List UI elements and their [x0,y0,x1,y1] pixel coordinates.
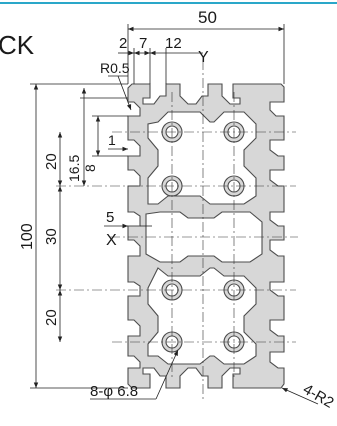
label-holes: 8-φ 6.8 [90,383,138,400]
label-1: 1 [108,132,116,148]
leader-r05-tail [117,75,132,111]
profile-cross-section [127,83,285,389]
label-12: 12 [165,35,182,52]
title-fragment: CK [0,30,35,60]
dimension-lines [30,24,319,405]
dimension-labels: 50 2 7 12 Y R0.5 1 16.5 8 20 100 30 20 5… [19,8,337,412]
label-7: 7 [139,35,147,52]
label-16-5: 16.5 [66,155,82,182]
label-30: 30 [43,228,60,245]
label-axis-y: Y [198,49,209,66]
label-radius-top: R0.5 [100,60,130,76]
label-8: 8 [82,164,98,172]
leader-corner-radius [281,387,319,405]
label-corner-radius: 4-R2 [300,381,337,412]
label-2: 2 [119,35,127,52]
label-100: 100 [19,223,36,250]
label-overall-width: 50 [198,8,217,27]
leader-holes-tail [155,349,179,400]
label-axis-x: X [106,232,117,249]
center-lines [56,60,298,400]
label-20-bottom: 20 [43,309,60,326]
label-5: 5 [106,209,114,226]
label-20-top: 20 [43,153,60,170]
